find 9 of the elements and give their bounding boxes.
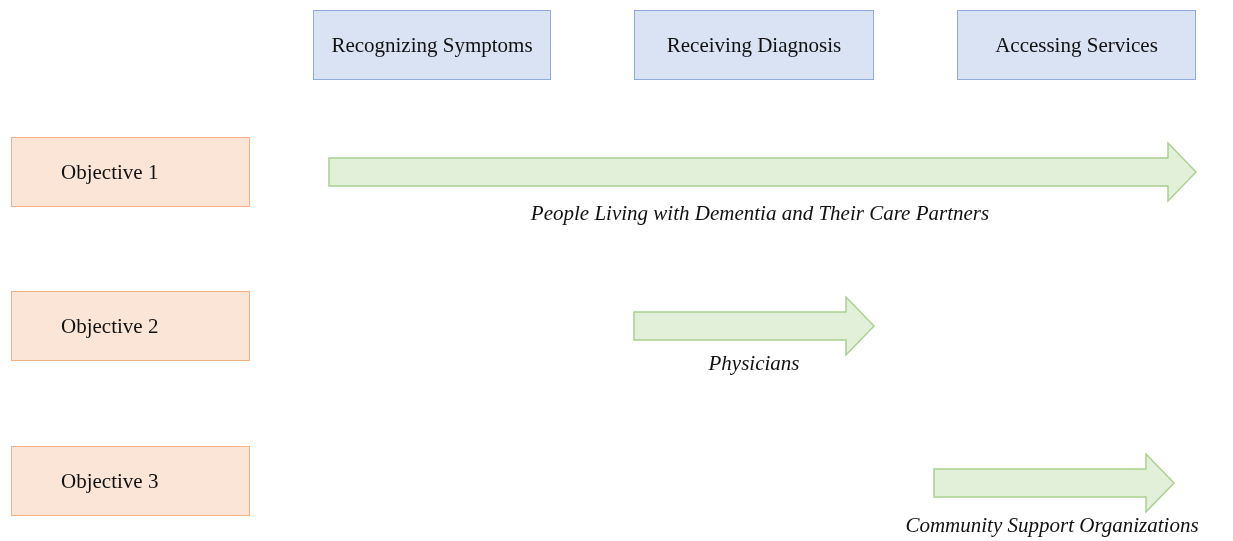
- objective-box: Objective 3: [11, 446, 250, 516]
- stage-box: Accessing Services: [957, 10, 1196, 80]
- stage-box: Receiving Diagnosis: [634, 10, 874, 80]
- audience-label: Physicians: [708, 351, 800, 376]
- audience-label: People Living with Dementia and Their Care Partners: [530, 201, 990, 226]
- objective-box: Objective 2: [11, 291, 250, 361]
- stage-box: Recognizing Symptoms: [313, 10, 551, 80]
- audience-label: Community Support Organizations: [905, 513, 1199, 538]
- objective-box: Objective 1: [11, 137, 250, 207]
